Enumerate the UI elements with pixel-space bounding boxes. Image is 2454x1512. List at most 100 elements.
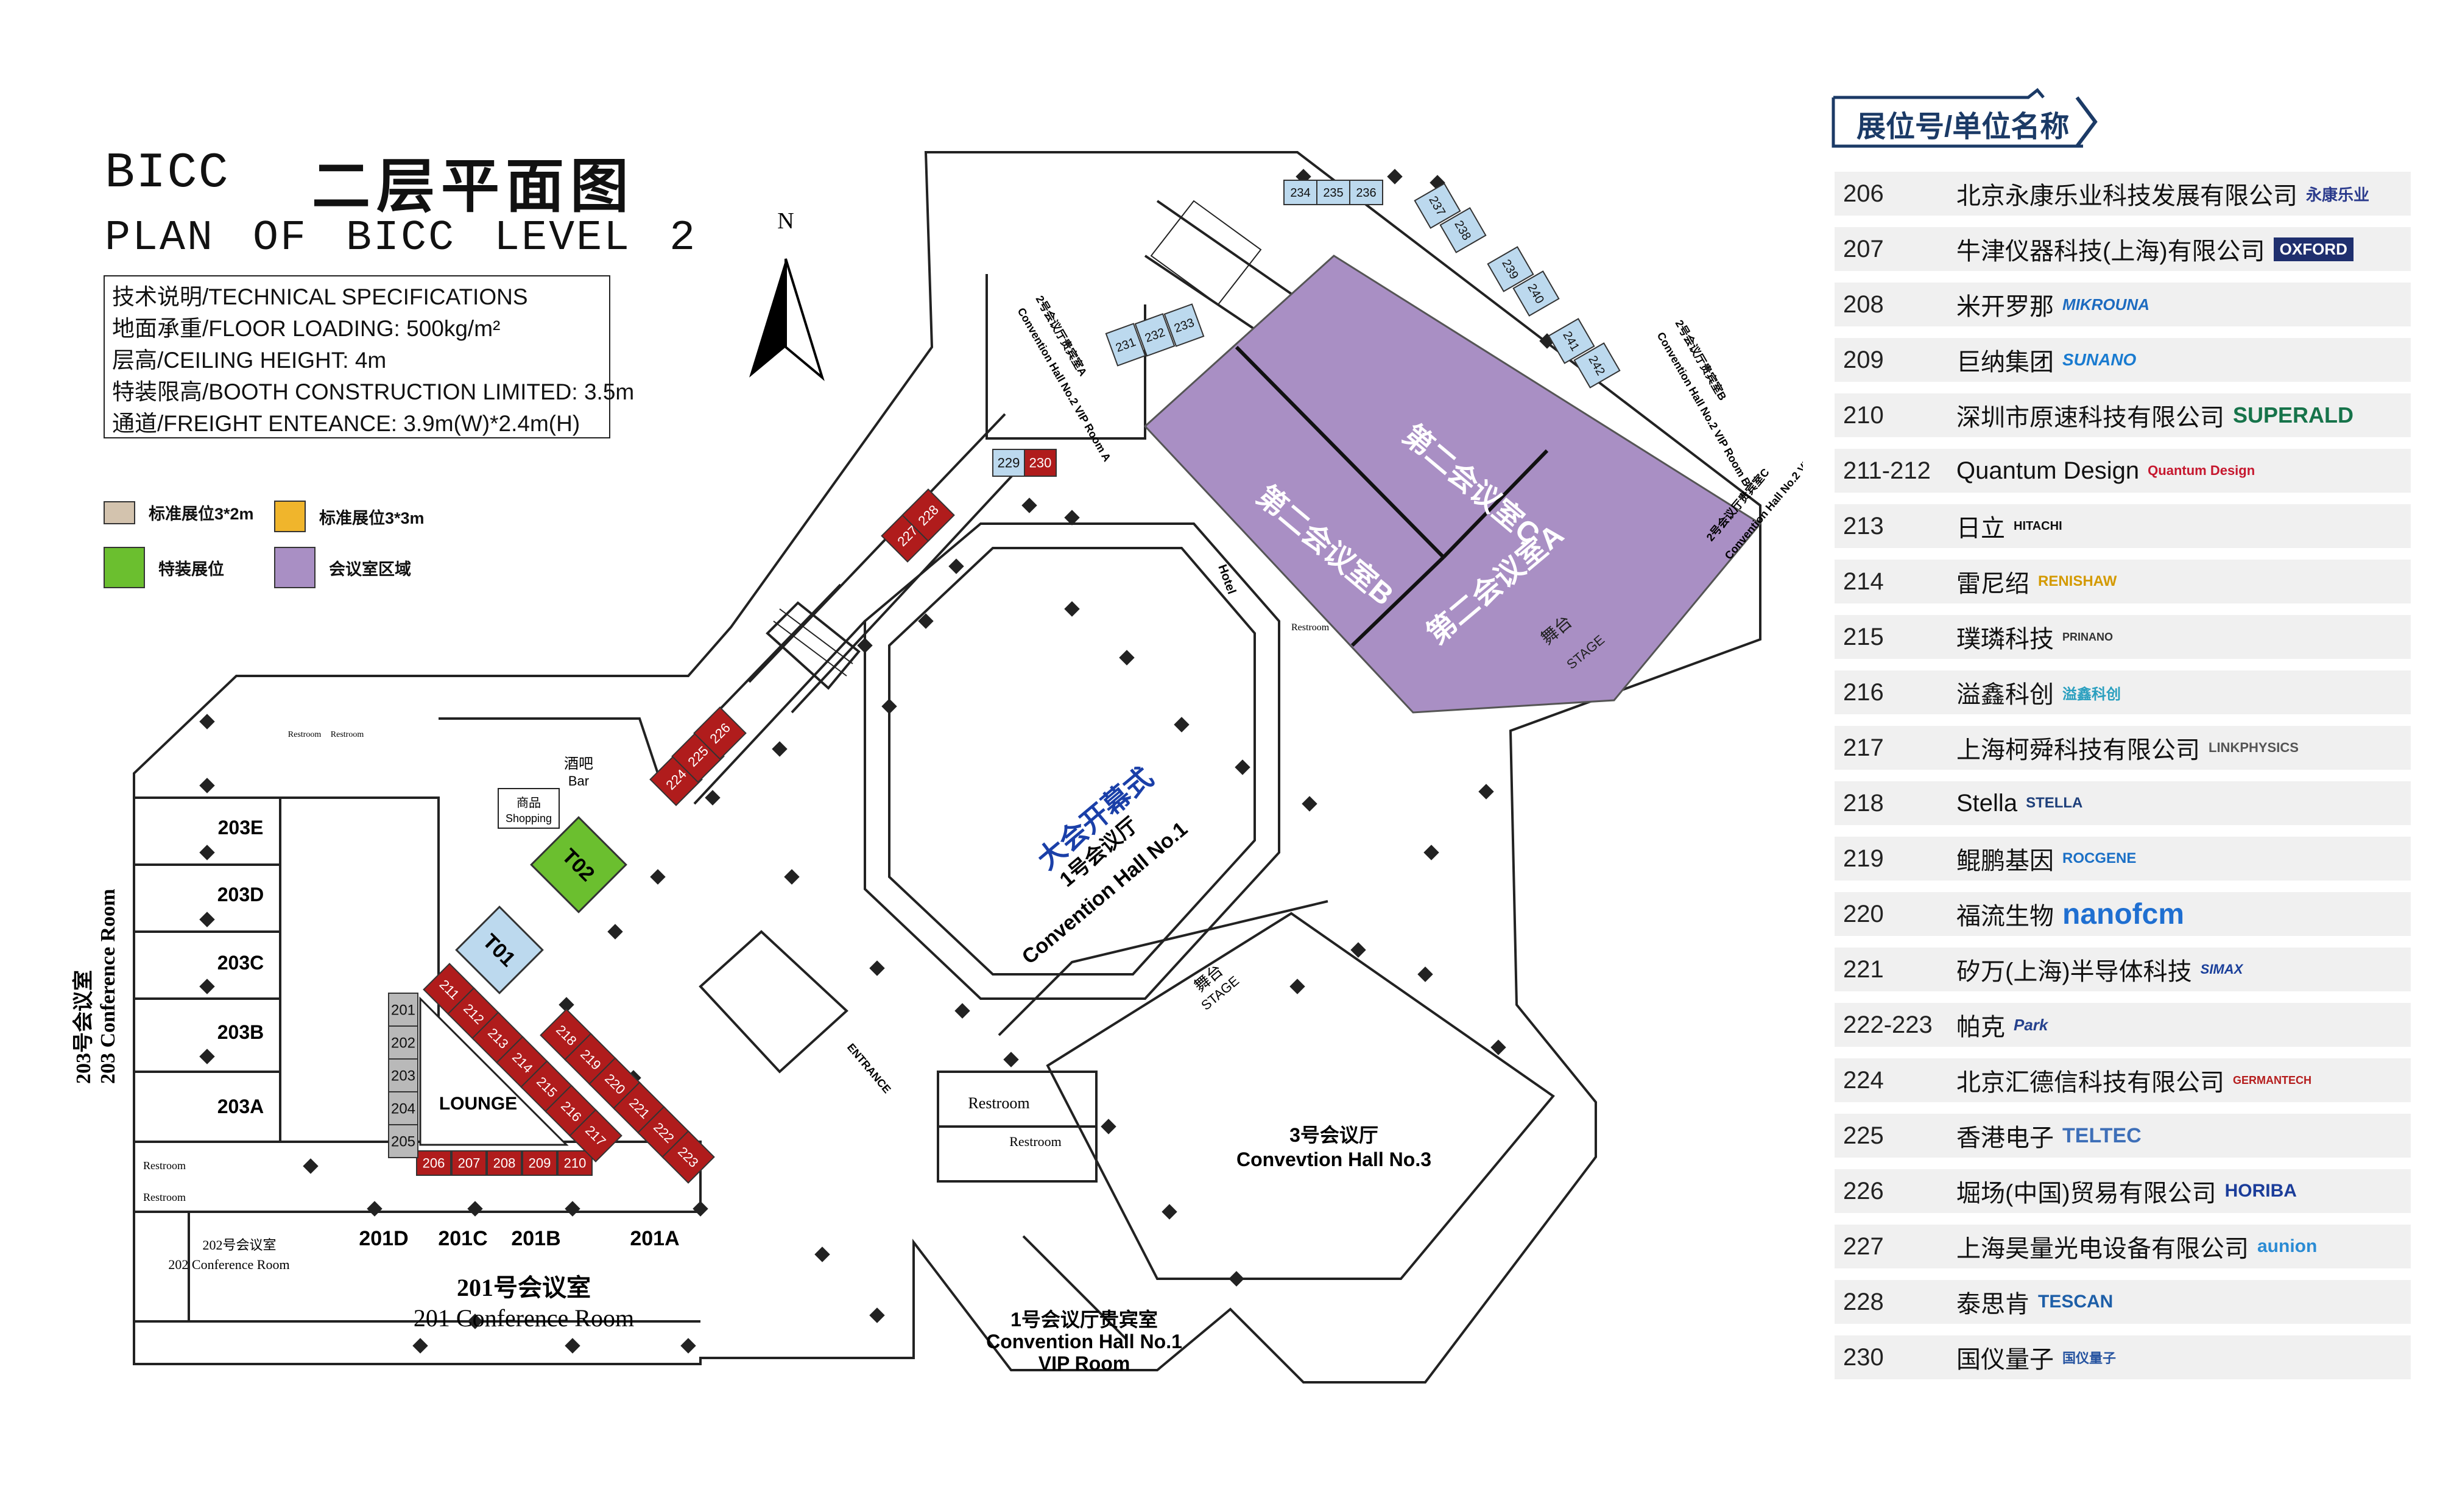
booth-227[interactable]: 227 xyxy=(881,509,934,563)
booth-238[interactable]: 238 xyxy=(1439,207,1487,253)
booth-234[interactable]: 234 xyxy=(1283,180,1317,205)
room-203a: 203A xyxy=(217,1095,264,1117)
column-marker xyxy=(1229,1271,1244,1287)
north-label: N xyxy=(777,208,794,234)
exhibitor-logo: STELLA xyxy=(2026,795,2082,812)
exhibitor-row: 226 堀场(中国)贸易有限公司 HORIBA xyxy=(1835,1169,2411,1213)
booth-210[interactable]: 210 xyxy=(557,1150,593,1176)
exhibitor-logo: HITACHI xyxy=(2014,519,2062,533)
booth-230[interactable]: 230 xyxy=(1024,449,1057,477)
lounge-label: LOUNGE xyxy=(439,1094,517,1114)
exhibitor-name: 雷尼绍 xyxy=(1956,571,2029,597)
booth-242[interactable]: 242 xyxy=(1573,342,1621,389)
arrow-icon xyxy=(1833,88,2045,99)
booth-208[interactable]: 208 xyxy=(487,1150,522,1176)
booth-205[interactable]: 205 xyxy=(388,1124,418,1158)
specs-booth-limit: 特装限高/BOOTH CONSTRUCTION LIMITED: 3.5m xyxy=(112,379,635,404)
exhibitor-booth-number: 207 xyxy=(1843,235,1884,262)
column-marker xyxy=(869,1307,885,1323)
booth-label: 230 xyxy=(1029,455,1052,471)
exhibitor-logo-text: STELLA xyxy=(2026,795,2083,811)
exhibitor-booth-number: 214 xyxy=(1843,568,1884,595)
hall3-cn: 3号会议厅 xyxy=(1289,1124,1378,1146)
exhibitor-name: 香港电子 xyxy=(1956,1125,2054,1152)
column-marker xyxy=(1174,717,1190,733)
exhibitor-logo: TELTEC xyxy=(2062,1124,2142,1148)
booth-t02[interactable]: T02 xyxy=(530,816,627,913)
exhibitor-row: 225 香港电子 TELTEC xyxy=(1835,1114,2411,1158)
booth-label: 210 xyxy=(564,1156,587,1171)
booth-202[interactable]: 202 xyxy=(388,1025,418,1060)
legend-swatch xyxy=(104,547,145,588)
column-marker xyxy=(303,1158,319,1174)
exhibitor-name: 福流生物 xyxy=(1956,903,2054,930)
column-marker xyxy=(772,741,788,757)
exhibitor-booth-number: 208 xyxy=(1843,290,1884,318)
stair-icon xyxy=(1150,200,1262,306)
exhibitor-booth-number: 222-223 xyxy=(1843,1011,1933,1038)
exhibitor-logo-text: TELTEC xyxy=(2062,1123,2142,1147)
column-marker xyxy=(199,845,215,860)
room-203d: 203D xyxy=(217,884,264,905)
booth-206[interactable]: 206 xyxy=(416,1150,451,1176)
booth-231[interactable]: 231 xyxy=(1105,323,1146,367)
column-marker xyxy=(814,1247,830,1262)
column-marker xyxy=(1417,966,1433,982)
booth-201[interactable]: 201 xyxy=(388,993,418,1027)
column-marker xyxy=(199,979,215,994)
exhibitor-logo-text: Park xyxy=(2014,1015,2048,1034)
booth-label: 202 xyxy=(391,1035,415,1051)
booth-209[interactable]: 209 xyxy=(522,1150,557,1176)
exhibitor-booth-number: 226 xyxy=(1843,1177,1884,1204)
booth-237[interactable]: 237 xyxy=(1414,183,1461,229)
booth-233[interactable]: 233 xyxy=(1163,303,1205,347)
exhibitor-booth-number: 225 xyxy=(1843,1122,1884,1149)
exhibitor-booth-number: 219 xyxy=(1843,845,1884,872)
specs-freight: 通道/FREIGHT ENTEANCE: 3.9m(W)*2.4m(H) xyxy=(112,411,580,436)
booth-229[interactable]: 229 xyxy=(992,449,1025,477)
room-labels-203: 203E 203D 203C 203B 203A xyxy=(217,817,264,1117)
exhibitor-name: 堀场(中国)贸易有限公司 xyxy=(1956,1180,2216,1207)
booth-236[interactable]: 236 xyxy=(1349,180,1383,205)
conference-rooms xyxy=(1143,255,1762,714)
column-marker xyxy=(1162,1204,1177,1220)
exhibitor-logo-text: SIMAX xyxy=(2200,962,2243,977)
booth-217[interactable]: 217 xyxy=(569,1109,622,1162)
booth-241[interactable]: 241 xyxy=(1548,318,1595,364)
booth-240[interactable]: 240 xyxy=(1512,270,1560,317)
booth-228[interactable]: 228 xyxy=(901,488,955,542)
exhibitor-logo: SUPERALD xyxy=(2233,403,2354,428)
exhibitor-name: 帕克 xyxy=(1956,1014,2005,1041)
booth-223[interactable]: 223 xyxy=(661,1130,715,1184)
booth-label: 204 xyxy=(391,1100,415,1117)
booth-239[interactable]: 239 xyxy=(1487,246,1534,292)
booth-235[interactable]: 235 xyxy=(1316,180,1350,205)
booth-203[interactable]: 203 xyxy=(388,1058,418,1092)
booth-232[interactable]: 232 xyxy=(1134,313,1176,357)
exhibitor-logo-text: 永康乐业 xyxy=(2306,185,2370,204)
booth-t01[interactable]: T01 xyxy=(455,905,544,994)
room-203-en: 203 Conference Room xyxy=(97,889,119,1084)
shopping-en: Shopping xyxy=(506,812,552,825)
exhibitor-booth-number: 209 xyxy=(1843,346,1884,373)
exhibitor-logo: HORIBA xyxy=(2225,1181,2297,1201)
booth-226[interactable]: 226 xyxy=(693,706,747,760)
column-marker xyxy=(1064,601,1080,617)
booth-204[interactable]: 204 xyxy=(388,1091,418,1125)
booth-207[interactable]: 207 xyxy=(451,1150,487,1176)
exhibitor-booth-number: 220 xyxy=(1843,900,1884,927)
exhibitor-name: 深圳市原速科技有限公司 xyxy=(1956,404,2224,431)
exhibitor-list-header xyxy=(1832,88,2098,148)
technical-specs: 技术说明/TECHNICAL SPECIFICATIONS 地面承重/FLOOR… xyxy=(104,275,635,438)
stair-icon xyxy=(773,608,853,677)
room-201-cn: 201号会议室 xyxy=(457,1274,591,1301)
